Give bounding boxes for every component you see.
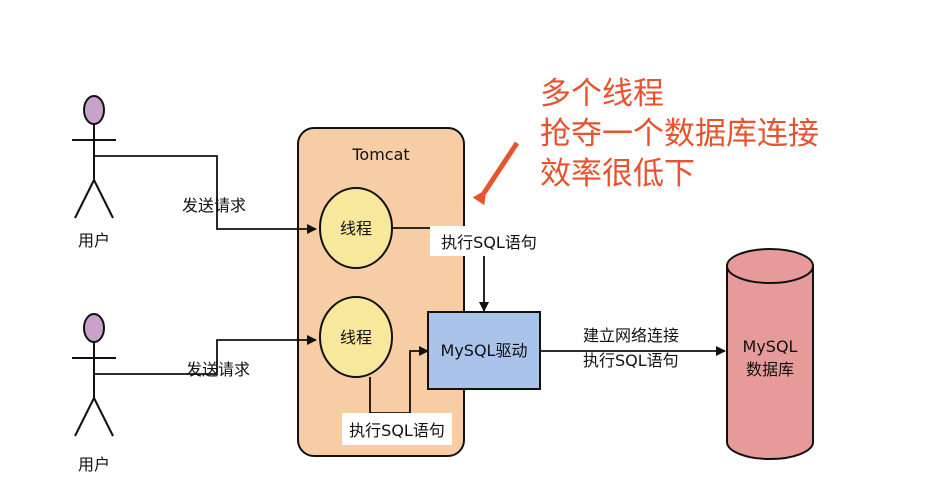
- thread-node-2: [319, 296, 393, 378]
- request-label-2: 发送请求: [186, 360, 250, 379]
- annotation-line3: 效率很低下: [540, 156, 695, 192]
- annotation-arrow-icon: [472, 141, 520, 206]
- thread-label-1: 线程: [340, 219, 372, 238]
- request-connector-2: [94, 335, 317, 375]
- sql-label-bottom: 执行SQL语句: [349, 421, 445, 440]
- user-figure-2: [72, 313, 116, 437]
- user-head-icon: [83, 95, 105, 125]
- connection-label-line1: 建立网络连接: [583, 326, 679, 345]
- request-label-1: 发送请求: [182, 196, 246, 215]
- connection-label-line2: 执行SQL语句: [583, 351, 679, 370]
- annotation-line1: 多个线程: [540, 76, 664, 112]
- sql-label-top: 执行SQL语句: [441, 233, 537, 252]
- tomcat-title: Tomcat: [351, 145, 409, 164]
- thread-label-2: 线程: [340, 328, 372, 347]
- tomcat-container: [297, 127, 465, 457]
- annotation-line2: 抢夺一个数据库连接: [540, 116, 819, 152]
- user-figure-1: [72, 95, 116, 219]
- mysql-driver-box: [427, 311, 541, 390]
- user-label-2: 用户: [78, 455, 110, 474]
- user-head-icon: [83, 313, 105, 343]
- database-cylinder: [726, 248, 814, 460]
- database-label-line2: 数据库: [746, 360, 794, 379]
- database-label-line1: MySQL: [743, 337, 798, 356]
- user-label-1: 用户: [78, 231, 110, 250]
- request-connector-1: [94, 155, 317, 234]
- mysql-driver-label: MySQL驱动: [441, 341, 528, 360]
